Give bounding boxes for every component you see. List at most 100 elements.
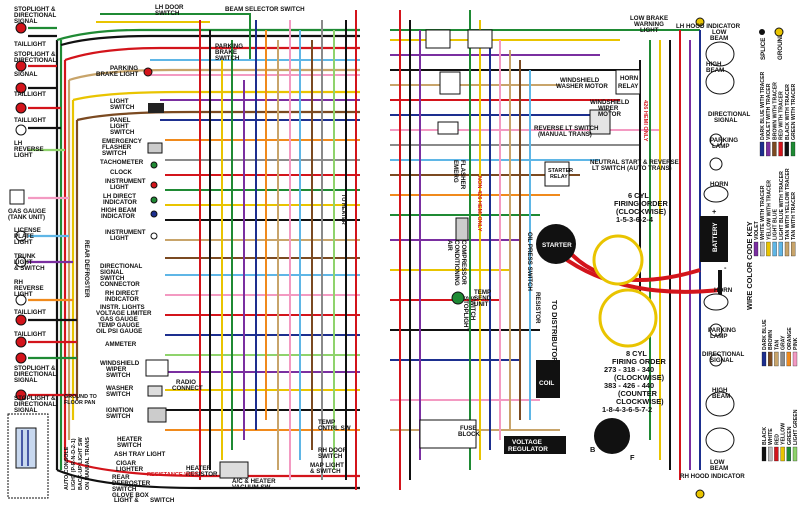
label-battery-plus: + — [712, 207, 717, 216]
label-washer-motor-2: WASHER MOTOR — [556, 83, 608, 90]
label-ignition-1: IGNITION — [106, 407, 134, 414]
label-low-beam-top-2: BEAM — [710, 35, 728, 42]
label-license-2: PLATE — [14, 233, 34, 240]
legend-swatch — [766, 141, 771, 157]
label-stoplight-1a: STOPLIGHT & — [14, 6, 56, 13]
label-light-switch-1: LIGHT — [110, 98, 129, 105]
label-fuse-1: FUSE — [460, 425, 477, 432]
label-gas-gauge-1: GAS GAUGE — [8, 208, 46, 215]
label-washer-motor-1: WINDSHIELD — [560, 77, 600, 84]
label-wiper-motor-2: WIPER — [598, 105, 619, 112]
label-taillight-4: TAILLIGHT — [14, 309, 46, 316]
legend-entry-label: GRAY — [781, 335, 787, 350]
label-washer-1: WASHER — [106, 385, 134, 392]
label-pb-light-1: PARKING — [110, 65, 138, 72]
label-tachometer: TACHOMETER — [100, 159, 144, 166]
label-panel-light-1: PANEL — [110, 117, 131, 124]
label-stoplight-sw-2: SWITCH — [469, 296, 476, 321]
label-temp-cntrl-1: TEMP — [318, 419, 335, 426]
wire-color-legend: SPLICE GROUND WIRE COLOR CODE KEY DARK B… — [745, 27, 799, 462]
legend-entry-label: DARK BLUE — [762, 319, 768, 350]
wiper-switch-icon — [145, 359, 169, 377]
label-glove-1: GLOVE BOX — [112, 492, 150, 499]
legend-entry-label: YELLOW WITH TRACER — [766, 180, 772, 240]
label-to-heater: TO HEATER — [340, 194, 346, 225]
label-ash-tray: ASH TRAY LIGHT — [114, 451, 165, 458]
label-low-brake-1: LOW BRAKE — [630, 15, 668, 22]
label-panel-light-2: LIGHT — [110, 123, 129, 130]
legend-swatch — [780, 351, 785, 367]
legend-entry-label: DARK BLUE WITH TRACER — [760, 71, 766, 140]
label-8cyl-8: 1-8-4-3-6-5-7-2 — [602, 405, 652, 414]
voltage-regulator-box — [504, 436, 566, 454]
label-taillight-2: TAILLIGHT — [14, 91, 46, 98]
legend-entry-label: TAN — [774, 339, 780, 350]
label-high-beam-bot-1: HIGH — [712, 387, 728, 394]
legend-title: WIRE COLOR CODE KEY — [745, 221, 754, 310]
label-heater-sw-2: SWITCH — [117, 442, 142, 449]
engine-harness-wires — [390, 10, 722, 490]
label-8cyl-1: 8 CYL — [626, 349, 647, 358]
legend-swatch — [791, 241, 796, 257]
label-temp-cntrl-2: CNTRL SW — [318, 425, 351, 432]
label-wiper-motor-1: WINDSHIELD — [590, 99, 630, 106]
six-cyl-distributor-icon — [592, 234, 644, 286]
dash-labels: LH DOOR SWITCH BEAM SELECTOR SWITCH PARK… — [64, 4, 351, 504]
label-directional-1: DIRECTIONAL — [100, 263, 142, 270]
label-starter-relay-2: RELAY — [550, 174, 568, 180]
label-neutral-2: LT SWITCH (AUTO TRANS) — [592, 165, 672, 172]
label-horn-top: HORN — [710, 181, 729, 188]
label-lh-door-2: SWITCH — [155, 10, 180, 17]
label-instrument2-1: INSTRUMENT — [105, 229, 146, 236]
label-license-3: LIGHT — [14, 239, 33, 246]
legend-swatch — [774, 351, 779, 367]
label-ac-heater-2: VACUUM SW — [232, 484, 271, 491]
washer-switch-icon — [147, 385, 163, 397]
legend-swatch — [772, 141, 777, 157]
legend-swatch — [784, 141, 789, 157]
legend-entry-label: RED WITH TRACER — [779, 91, 785, 140]
bulkhead-connector-3 — [439, 71, 461, 95]
label-stoplight-3a: STOPLIGHT & — [14, 365, 56, 372]
label-splice: SPLICE — [760, 38, 767, 60]
label-stoplight-sw-1: STOPLIGHT — [462, 296, 469, 332]
label-emergency-2: FLASHER — [102, 144, 132, 151]
label-air-2: CONDITIONING — [453, 240, 460, 286]
label-backup-2: ON MANUAL TRANS — [85, 437, 91, 490]
legend-entry-label: YELLOW — [781, 423, 787, 445]
label-heater-sw-1: HEATER — [117, 436, 143, 443]
label-6cyl-1: 6 CYL — [628, 191, 649, 200]
label-cigar-2: LIGHTER — [116, 466, 144, 473]
label-park-top-2: LAMP — [712, 143, 730, 150]
label-horn-relay-2: RELAY — [618, 83, 639, 90]
label-rh-reverse-3: LIGHT — [14, 291, 33, 298]
label-directional-2: SIGNAL — [100, 269, 124, 276]
label-wiper-motor-3: MOTOR — [598, 111, 621, 118]
alternator-icon — [594, 418, 630, 454]
label-low-brake-2: WARNING — [634, 21, 664, 28]
label-clock: CLOCK — [110, 169, 133, 176]
horn-bottom-icon — [703, 293, 729, 311]
label-stoplight-1b: DIRECTIONAL — [14, 12, 56, 19]
low-beam-lamp-bottom — [705, 427, 735, 453]
label-instrument-1: INSTRUMENT — [105, 178, 146, 185]
label-emergency-1: EMERGENCY — [102, 138, 143, 145]
starter-relay — [544, 161, 570, 187]
label-high-beam-top-1: HIGH — [706, 61, 722, 68]
label-heater-res-1: HEATER — [186, 465, 212, 472]
high-beam-lamp-bottom — [705, 391, 735, 417]
label-instr-lights: INSTR. LIGHTS — [100, 304, 145, 311]
label-starter-relay-1: STARTER — [548, 168, 573, 174]
label-trunk-2: LIGHT — [14, 259, 33, 266]
legend-entry-label: LIGHT BLUE — [773, 208, 779, 240]
label-panel-light-3: SWITCH — [110, 129, 135, 136]
label-voltage-limiter: VOLTAGE LIMITER — [96, 310, 152, 317]
legend-swatch — [753, 241, 759, 257]
legend-entry-label: BLACK WITH TRACER — [785, 84, 791, 140]
legend-swatch — [784, 241, 790, 257]
label-cigar-1: CIGAR — [116, 460, 136, 467]
legend-swatch — [790, 141, 796, 157]
label-dist-b: B — [590, 445, 595, 454]
label-glove-2: LIGHT & — [114, 497, 139, 504]
